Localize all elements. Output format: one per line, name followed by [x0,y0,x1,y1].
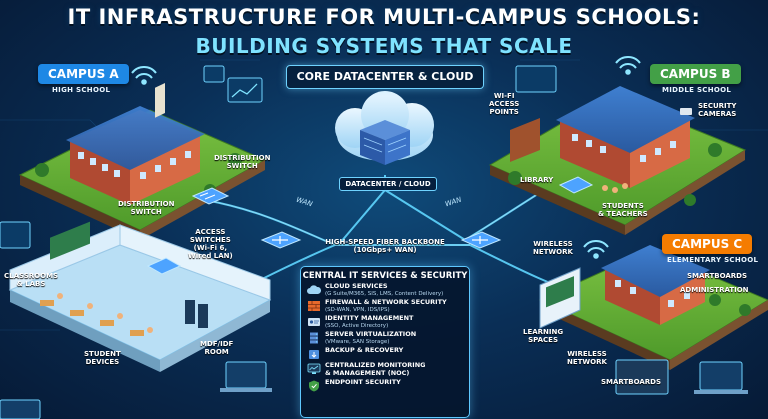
wireless-network-label: WIRELESS NETWORK [533,240,573,256]
smartboards-label: SMARTBOARDS [601,378,662,386]
cloud-icon [307,285,321,294]
service-detail: (VMware, SAN Storage) [325,338,390,345]
shield-icon [309,380,319,392]
library-label: LIBRARY [520,176,554,184]
service-name: SERVER VIRTUALIZATION [325,330,417,338]
page-subtitle: BUILDING SYSTEMS THAT SCALE [195,34,573,58]
id-card-icon [308,318,320,326]
administration-label: ADMINISTRATION [680,286,749,294]
campus-c-level: ELEMENTARY SCHOOL [667,256,759,264]
server-icon [310,332,318,344]
smartboards-label: SMARTBOARDS [687,272,748,280]
monitor-icon [307,363,321,374]
service-name: FIREWALL & NETWORK SECURITY [325,298,447,306]
service-name: CENTRALIZED MONITORING & MANAGEMENT (NOC… [325,361,426,377]
switch-icon [558,176,594,194]
backup-icon [309,350,319,359]
switch-icon [191,187,230,205]
service-item: CENTRALIZED MONITORING & MANAGEMENT (NOC… [307,361,464,377]
campus-b-level: MIDDLE SCHOOL [662,86,732,94]
service-detail: (SSO, Active Directory) [325,322,389,329]
service-item: BACKUP & RECOVERY [307,346,464,360]
service-name: CLOUD SERVICES [325,282,388,290]
service-name: ENDPOINT SECURITY [325,378,401,386]
service-item: CLOUD SERVICES (G Suite/M365, SIS, LMS, … [307,282,464,297]
server-rack-icon [360,120,410,165]
campus-c-badge: CAMPUS C [662,234,753,254]
switch-icon [146,257,182,275]
service-name: BACKUP & RECOVERY [325,346,404,354]
central-services-title: CENTRAL IT SERVICES & SECURITY [302,271,468,281]
fiber-backbone-label: HIGH-SPEED FIBER BACKBONE (10Gbps+ WAN) [325,238,445,254]
wifi-icon [583,240,609,259]
service-detail: (SD-WAN, VPN, IDS/IPS) [325,306,390,313]
page-title: IT INFRASTRUCTURE FOR MULTI-CAMPUS SCHOO… [67,5,701,29]
service-name: IDENTITY MANAGEMENT [325,314,414,322]
service-item: SERVER VIRTUALIZATION (VMware, SAN Stora… [307,330,464,345]
campus-a-level: HIGH SCHOOL [52,86,111,94]
distribution-switch-label: DISTRIBUTION SWITCH [118,200,175,216]
distribution-switch-label: DISTRIBUTION SWITCH [214,154,271,170]
core-datacenter-title: CORE DATACENTER & CLOUD [286,65,484,89]
wifi-access-points-label: WI-FI ACCESS POINTS [489,92,520,116]
security-cameras-label: SECURITY CAMERAS [698,102,737,118]
student-devices-label: STUDENT DEVICES [84,350,121,366]
router-icon [460,231,502,249]
classrooms-label: CLASSROOMS & LABS [4,272,59,288]
wifi-icon [131,66,157,85]
service-item: ENDPOINT SECURITY [307,378,464,392]
wireless-network-label: WIRELESS NETWORK [567,350,607,366]
service-item: IDENTITY MANAGEMENT (SSO, Active Directo… [307,314,464,329]
mdf-room-label: MDF/IDF ROOM [200,340,234,356]
router-icon [260,231,302,249]
central-it-services-panel: CENTRAL IT SERVICES & SECURITY CLOUD SER… [300,266,470,418]
campus-a-badge: CAMPUS A [38,64,129,84]
students-teachers-label: STUDENTS & TEACHERS [598,202,648,218]
camera-icon [680,108,692,115]
service-detail: (G Suite/M365, SIS, LMS, Content Deliver… [325,290,444,297]
service-item: FIREWALL & NETWORK SECURITY (SD-WAN, VPN… [307,298,464,313]
learning-spaces-label: LEARNING SPACES [523,328,564,344]
wifi-icon [615,56,641,75]
access-switches-label: ACCESS SWITCHES (Wi-Fi 6, Wired LAN) [188,228,233,260]
datacenter-label: DATACENTER / CLOUD [339,177,437,191]
firewall-icon [308,301,320,311]
wan-link-a [204,199,336,246]
campus-b-badge: CAMPUS B [650,64,741,84]
